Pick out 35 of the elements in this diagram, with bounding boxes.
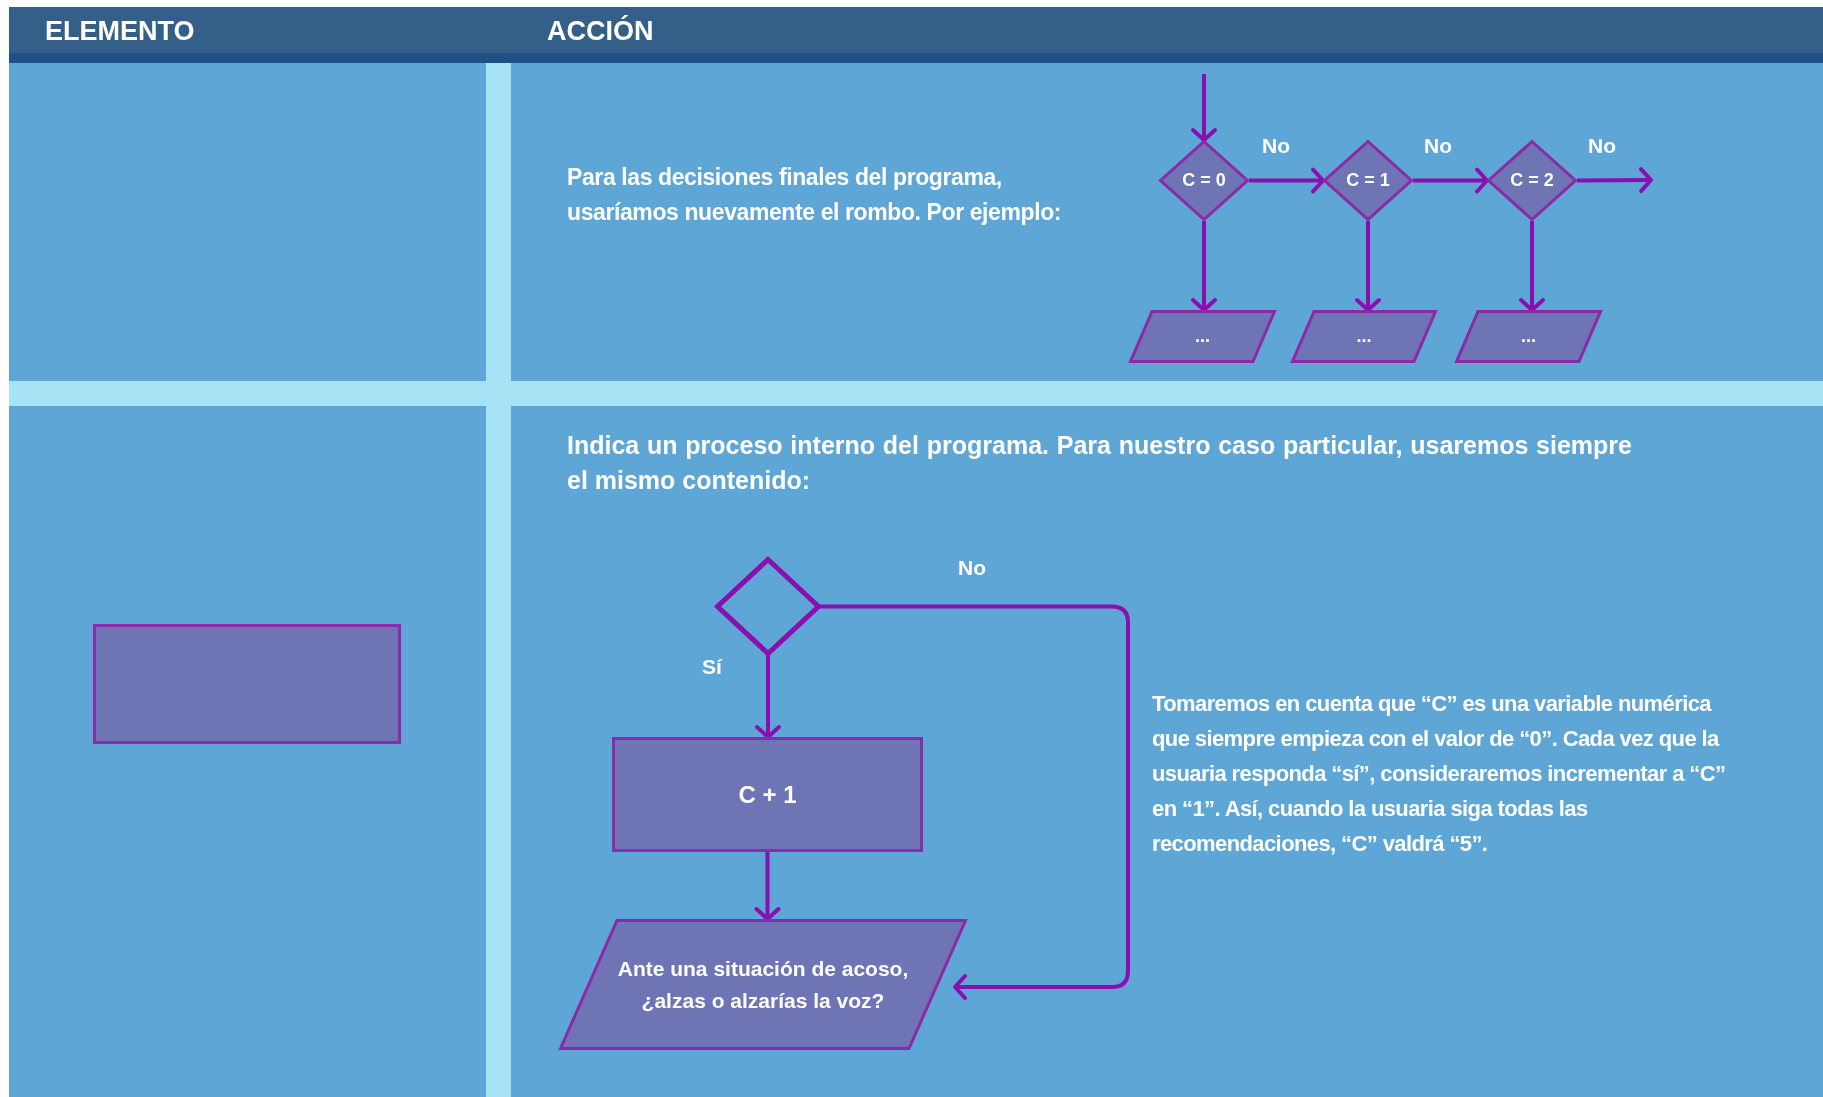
decision-diamond bbox=[716, 558, 820, 655]
node-label: C + 1 bbox=[738, 779, 797, 810]
node-label: ... bbox=[1195, 325, 1210, 348]
column-header: ACCIÓN bbox=[547, 16, 654, 47]
arrow bbox=[1519, 221, 1545, 312]
edge-label: No bbox=[1588, 134, 1616, 158]
column-header: ELEMENTO bbox=[45, 16, 195, 47]
node-label: ... bbox=[1521, 325, 1536, 348]
node-label: Ante una situación de acoso, ¿alzas o alzarías la voz? bbox=[616, 956, 910, 1014]
data-parallelogram bbox=[559, 919, 967, 1050]
decision-diamond bbox=[1159, 140, 1249, 221]
arrow bbox=[1577, 167, 1653, 194]
note-text: Tomaremos en cuenta que “C” es una variable numérica que siempre empieza con el valor de “0”. Cada vez que la usuaria responda “sí”, consideraremos incrementar a “C” en “1”. Así, cuando la usuaria siga todas las recomendaciones, “C” valdrá “5”. bbox=[1152, 690, 1727, 858]
process-box bbox=[612, 737, 923, 852]
arrow bbox=[1191, 74, 1217, 142]
arrow bbox=[1191, 221, 1217, 312]
decision-diamond bbox=[1487, 140, 1577, 221]
arrow bbox=[820, 604, 1130, 1000]
node-label: C = 1 bbox=[1346, 169, 1390, 192]
arrow bbox=[1413, 167, 1489, 194]
decision-diamond bbox=[1323, 140, 1413, 221]
node-label: C = 0 bbox=[1182, 169, 1226, 192]
description-text: Para las decisiones finales del programa, usaríamos nuevamente el rombo. Por ejemplo: bbox=[567, 163, 1063, 227]
node-label: ... bbox=[1356, 325, 1372, 348]
process-box bbox=[93, 624, 401, 744]
edge-label: No bbox=[958, 556, 986, 580]
arrow bbox=[1355, 221, 1381, 312]
edge-label: No bbox=[1424, 134, 1452, 158]
description-text: Indica un proceso interno del programa. Para nuestro caso particular, usaremos siempre el mismo contenido: bbox=[567, 430, 1632, 496]
node-label: C = 2 bbox=[1510, 169, 1554, 192]
arrow bbox=[1249, 167, 1325, 194]
arrow bbox=[754, 852, 781, 921]
edge-label: Sí bbox=[702, 655, 722, 679]
edge-label: No bbox=[1262, 134, 1290, 158]
arrow bbox=[755, 655, 781, 739]
